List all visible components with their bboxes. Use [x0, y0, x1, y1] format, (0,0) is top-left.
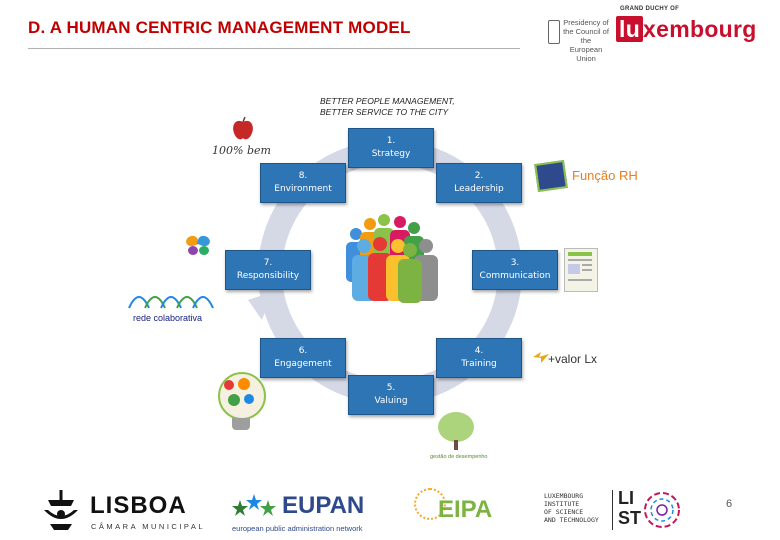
step-number: 8.	[298, 171, 308, 181]
eipa-logo: EIPA	[414, 486, 504, 534]
rede-text: rede colaborativa	[133, 313, 203, 323]
step-valuing: 5. Valuing	[348, 375, 434, 415]
newsletter-thumbnail-icon	[564, 248, 598, 292]
presidency-line: Presidency of	[563, 18, 609, 27]
step-label: Communication	[479, 271, 551, 281]
diagram-subtitle: BETTER PEOPLE MANAGEMENT, BETTER SERVICE…	[320, 96, 500, 118]
ship-crest-icon	[44, 490, 78, 530]
step-number: 2.	[474, 171, 484, 181]
network-arcs-icon	[128, 296, 214, 309]
circle-network-icon	[644, 492, 680, 528]
step-number: 1.	[386, 136, 396, 146]
step-label: Valuing	[374, 396, 408, 406]
step-communication: 3. Communication	[472, 250, 558, 290]
presidency-logo: Presidency of the Council of the Europea…	[548, 18, 609, 63]
eupan-logo: EUPAN european public administration net…	[232, 486, 382, 536]
lux-grand-duchy-text: GRAND DUCHY OF	[620, 6, 680, 12]
step-label: Environment	[274, 184, 332, 194]
lux-rest-text: xembourg	[643, 16, 757, 42]
slide-title: D. A HUMAN CENTRIC MANAGEMENT MODEL	[28, 18, 411, 37]
subtitle-line: BETTER PEOPLE MANAGEMENT,	[320, 96, 455, 106]
step-number: 4.	[474, 346, 484, 356]
page-number: 6	[726, 498, 733, 510]
people-group-icon	[346, 214, 438, 303]
funcao-rh-text: Função RH	[572, 168, 638, 183]
valor-lx-logo: +valor Lx	[532, 346, 632, 372]
step-strategy: 1. Strategy	[348, 128, 434, 168]
cycle-arrowhead	[248, 292, 272, 320]
eu-stars-ring-icon	[414, 488, 446, 520]
title-divider	[28, 48, 520, 49]
step-number: 3.	[510, 258, 520, 268]
list-bottom-text: ST	[618, 508, 642, 528]
subtitle-line: BETTER SERVICE TO THE CITY	[320, 107, 449, 117]
step-training: 4. Training	[436, 338, 522, 378]
step-label: Engagement	[274, 359, 332, 369]
step-label: Responsibility	[236, 271, 300, 281]
stars-icon	[232, 494, 276, 516]
presidency-mark	[548, 20, 560, 44]
list-divider	[612, 490, 613, 530]
list-line: OF SCIENCE	[544, 508, 584, 516]
step-environment: 8. Environment	[260, 163, 346, 203]
list-logo: LUXEMBOURG INSTITUTE OF SCIENCE AND TECH…	[544, 488, 684, 536]
gestao-desempenho-logo: gestão de desempenho	[430, 412, 488, 468]
eupan-sub-text: european public administration network	[232, 524, 363, 533]
butterfly-logo-icon	[182, 232, 218, 262]
step-number: 5.	[386, 383, 396, 393]
step-engagement: 6. Engagement	[260, 338, 346, 378]
lisboa-logo: LISBOA CÂMARA MUNICIPAL	[38, 488, 203, 534]
lisboa-text: LISBOA	[90, 492, 187, 519]
step-label: Training	[461, 359, 497, 369]
step-leadership: 2. Leadership	[436, 163, 522, 203]
presidency-line: European Union	[569, 45, 603, 63]
eipa-text: EIPA	[438, 496, 493, 523]
step-number: 6.	[298, 346, 308, 356]
step-label: Strategy	[371, 149, 411, 159]
valor-lx-text: +valor Lx	[548, 352, 598, 366]
presidency-line: the Council of the	[563, 27, 609, 45]
step-label: Leadership	[454, 184, 504, 194]
eupan-text: EUPAN	[282, 492, 365, 519]
apple-icon	[233, 116, 253, 140]
list-line: INSTITUTE	[544, 500, 580, 508]
rede-colaborativa-logo: rede colaborativa	[125, 284, 225, 326]
step-responsibility: 7. Responsibility	[225, 250, 311, 290]
cube-icon	[534, 160, 568, 192]
bem-text: 100% bem	[212, 144, 271, 157]
funcao-rh-logo: Função RH	[532, 160, 642, 194]
list-line: LUXEMBOURG	[544, 492, 584, 500]
lux-box-text: lu	[616, 16, 644, 42]
bird-icon	[533, 352, 549, 363]
tree-icon	[438, 412, 474, 442]
lisboa-sub-text: CÂMARA MUNICIPAL	[91, 522, 206, 531]
gestao-text: gestão de desempenho	[430, 454, 488, 460]
list-line: AND TECHNOLOGY	[544, 516, 599, 524]
bem-logo: 100% bem	[210, 116, 280, 160]
list-top-text: LI	[618, 488, 634, 508]
step-number: 7.	[263, 258, 273, 268]
lightbulb-gears-icon	[210, 370, 272, 444]
